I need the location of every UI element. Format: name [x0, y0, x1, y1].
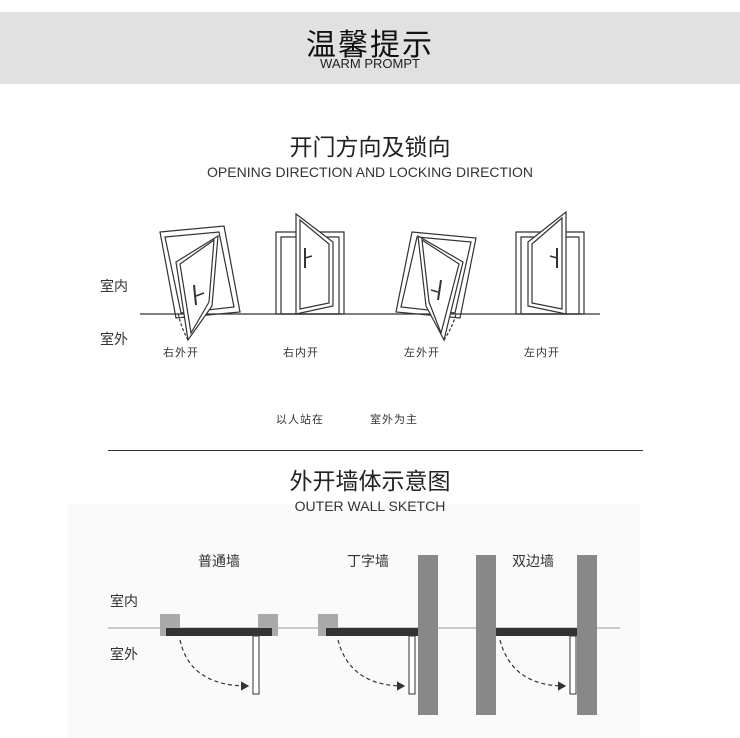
- section1-title-cn: 开门方向及锁向: [289, 135, 451, 161]
- door-left-inward: [515, 210, 585, 315]
- banner-title-en: WARM PROMPT: [320, 56, 420, 71]
- section2-title-cn: 外开墙体示意图: [289, 469, 451, 495]
- wall-label-inside: 室内: [110, 594, 138, 610]
- wall-label-1: 普通墙: [198, 554, 240, 570]
- note-left: 以人站在: [276, 413, 324, 426]
- wall-section-bg: [68, 504, 640, 738]
- section-divider: [108, 450, 643, 451]
- wall-label-outside: 室外: [110, 647, 138, 663]
- door-label-1: 右外开: [163, 346, 199, 359]
- wall-normal: [160, 614, 278, 695]
- door-label-4: 左内开: [524, 346, 560, 359]
- section1-title-en: OPENING DIRECTION AND LOCKING DIRECTION: [207, 164, 533, 180]
- wall-label-2: 丁字墙: [347, 554, 389, 570]
- section2-title-en: OUTER WALL SKETCH: [294, 498, 446, 514]
- wall-double-sided: [476, 555, 597, 715]
- banner-title-cn: 温馨提示: [306, 28, 434, 63]
- door-right-inward: [275, 212, 345, 315]
- label-outside: 室外: [100, 332, 128, 348]
- label-inside: 室内: [100, 279, 128, 295]
- wall-t-shaped: [318, 555, 438, 715]
- door-label-2: 右内开: [283, 346, 319, 359]
- header-banner: 温馨提示 WARM PROMPT: [0, 12, 740, 84]
- door-label-3: 左外开: [404, 346, 440, 359]
- section2-title: 外开墙体示意图 OUTER WALL SKETCH: [0, 462, 740, 514]
- note-right: 室外为主: [370, 413, 418, 426]
- section1-title: 开门方向及锁向 OPENING DIRECTION AND LOCKING DI…: [0, 128, 740, 180]
- wall-label-3: 双边墙: [512, 554, 554, 570]
- door-right-outward: [159, 225, 241, 342]
- door-left-outward: [395, 231, 477, 342]
